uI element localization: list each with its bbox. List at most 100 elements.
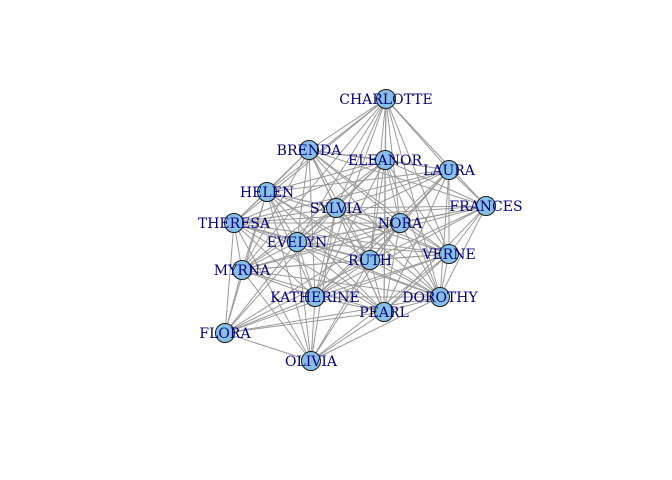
edge-verne-katherine: [314, 253, 450, 298]
edge-dorothy-olivia: [310, 296, 441, 362]
node-sylvia: [326, 198, 346, 218]
edge-ruth-flora: [224, 259, 371, 334]
node-laura: [439, 160, 459, 180]
node-helen: [257, 182, 277, 202]
edge-evelyn-pearl: [296, 241, 385, 313]
node-eleanor: [375, 150, 395, 170]
node-label-eleanor: ELEANOR: [348, 153, 423, 169]
edge-nora-dorothy: [399, 222, 441, 298]
node-label-helen: HELEN: [240, 185, 294, 201]
node-frances: [476, 196, 496, 216]
node-brenda: [299, 140, 319, 160]
edge-eleanor-laura: [384, 159, 450, 171]
edge-pearl-olivia: [310, 311, 385, 362]
edge-helen-ruth: [266, 191, 371, 261]
edge-frances-katherine: [314, 205, 487, 298]
edge-sylvia-nora: [335, 207, 401, 224]
node-label-charlotte: CHARLOTTE: [339, 92, 433, 108]
edge-evelyn-flora: [224, 241, 298, 334]
edge-theresa-flora: [224, 222, 235, 334]
edge-evelyn-myrna: [241, 241, 298, 271]
node-charlotte: [376, 89, 396, 109]
edge-nora-myrna: [241, 222, 401, 271]
edge-nora-evelyn: [296, 222, 401, 243]
edge-frances-dorothy: [439, 205, 487, 298]
edge-evelyn-ruth: [296, 241, 371, 261]
edge-eleanor-nora: [384, 159, 401, 224]
node-myrna: [232, 260, 252, 280]
edge-katherine-olivia: [310, 296, 316, 362]
edge-laura-sylvia: [335, 169, 450, 209]
edge-eleanor-helen: [266, 159, 386, 193]
node-label-evelyn: EVELYN: [267, 235, 327, 251]
node-flora: [215, 323, 235, 343]
edge-charlotte-frances: [385, 98, 487, 207]
edge-verne-pearl: [383, 253, 450, 313]
node-label-olivia: OLIVIA: [285, 354, 338, 370]
edge-helen-dorothy: [266, 191, 441, 298]
edge-myrna-katherine: [241, 269, 316, 298]
edge-theresa-dorothy: [233, 222, 441, 298]
node-ruth: [360, 250, 380, 270]
edge-theresa-olivia: [233, 222, 312, 362]
node-label-flora: FLORA: [199, 326, 251, 342]
edge-ruth-dorothy: [369, 259, 441, 298]
edge-laura-helen: [266, 169, 450, 193]
edge-sylvia-theresa: [233, 207, 337, 224]
edge-sylvia-frances: [335, 205, 487, 209]
node-label-nora: NORA: [378, 216, 423, 232]
node-label-laura: LAURA: [423, 163, 476, 179]
edge-flora-olivia: [224, 332, 312, 362]
node-label-brenda: BRENDA: [277, 143, 343, 159]
edge-frances-theresa: [233, 205, 487, 224]
edge-myrna-flora: [224, 269, 243, 334]
node-theresa: [224, 213, 244, 233]
edge-laura-theresa: [233, 169, 450, 224]
edge-theresa-verne: [233, 222, 450, 255]
node-olivia: [301, 351, 321, 371]
edge-ruth-olivia: [310, 259, 371, 362]
node-dorothy: [430, 287, 450, 307]
edge-charlotte-brenda: [308, 98, 387, 151]
node-label-sylvia: SYLVIA: [310, 201, 363, 217]
node-label-katherine: KATHERINE: [270, 290, 360, 306]
edge-charlotte-theresa: [233, 98, 387, 224]
node-katherine: [305, 287, 325, 307]
edge-myrna-olivia: [241, 269, 312, 362]
edge-charlotte-dorothy: [385, 98, 441, 298]
node-label-myrna: MYRNA: [214, 263, 271, 279]
node-label-theresa: THERESA: [198, 216, 271, 232]
node-label-pearl: PEARL: [359, 305, 409, 321]
edge-ruth-myrna: [241, 259, 371, 271]
edge-laura-evelyn: [296, 169, 450, 243]
edge-dorothy-flora: [224, 296, 441, 334]
edge-eleanor-theresa: [233, 159, 386, 224]
edge-eleanor-dorothy: [384, 159, 441, 298]
edge-nora-flora: [224, 222, 401, 334]
edge-frances-ruth: [369, 205, 487, 261]
node-label-dorothy: DOROTHY: [402, 290, 478, 306]
edge-charlotte-helen: [266, 98, 387, 193]
node-nora: [390, 213, 410, 233]
edge-nora-katherine: [314, 222, 401, 298]
edge-evelyn-verne: [296, 241, 450, 255]
edge-sylvia-olivia: [310, 207, 337, 362]
node-label-verne: VERNE: [421, 247, 475, 263]
edge-myrna-dorothy: [241, 269, 441, 298]
node-label-frances: FRANCES: [449, 199, 522, 215]
edge-nora-olivia: [310, 222, 401, 362]
edge-katherine-pearl: [314, 296, 385, 313]
edge-verne-flora: [224, 253, 450, 334]
node-label-ruth: RUTH: [348, 253, 392, 269]
edge-pearl-flora: [224, 311, 385, 334]
edge-katherine-flora: [224, 296, 316, 334]
edge-laura-dorothy: [439, 169, 450, 298]
node-verne: [439, 244, 459, 264]
node-evelyn: [287, 232, 307, 252]
node-layer: [215, 89, 496, 371]
edge-sylvia-flora: [224, 207, 337, 334]
node-pearl: [374, 302, 394, 322]
